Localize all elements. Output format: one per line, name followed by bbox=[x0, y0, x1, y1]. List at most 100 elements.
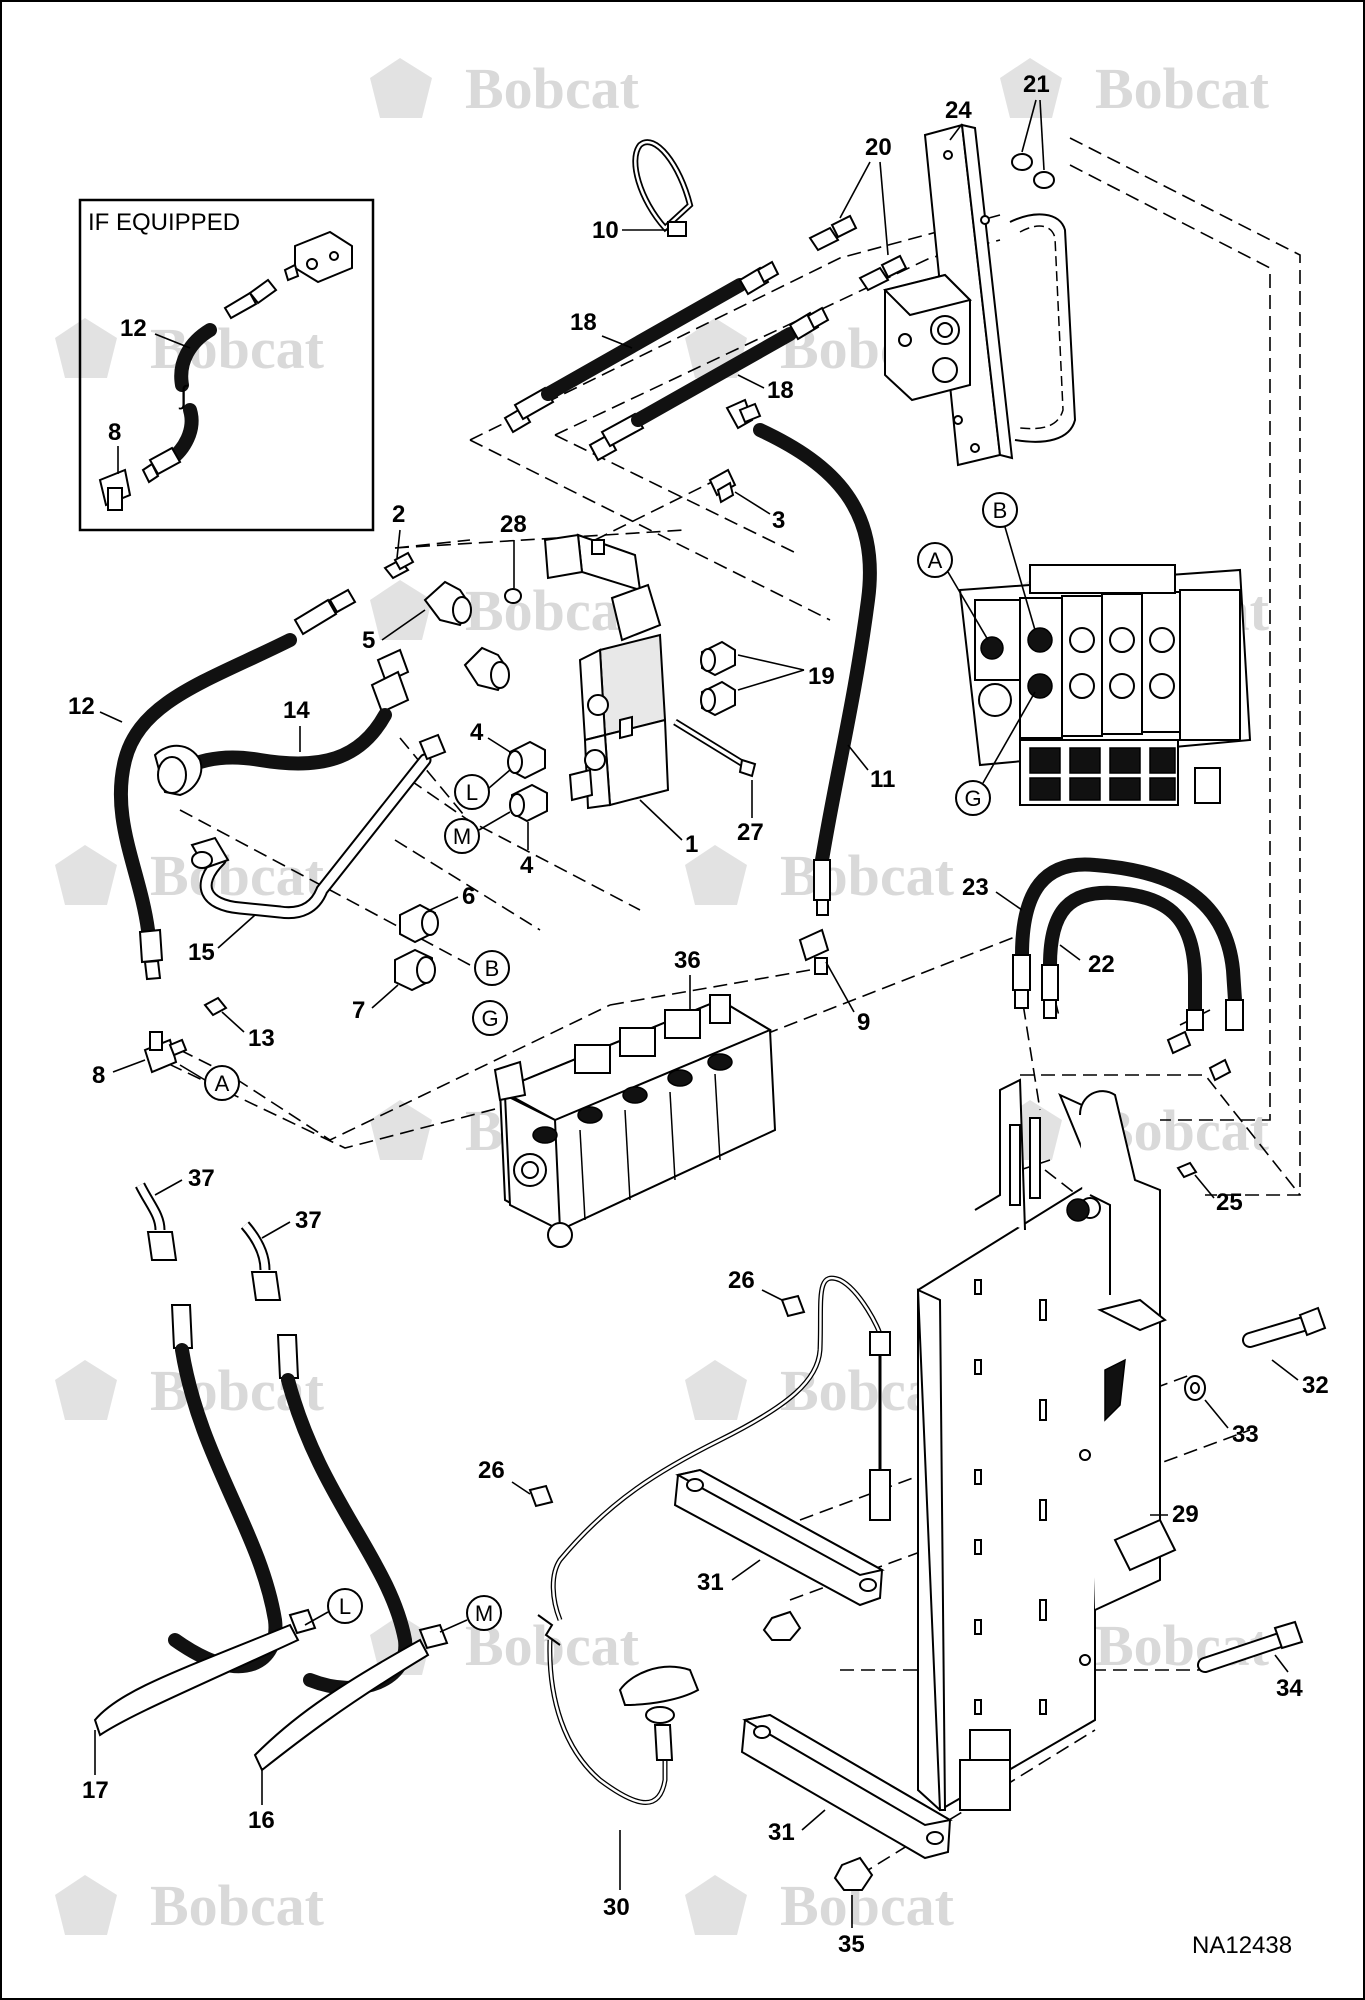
callout-7: 7 bbox=[352, 997, 365, 1024]
callout-26b: 26 bbox=[478, 1457, 505, 1484]
leader bbox=[731, 1559, 761, 1581]
callout-25: 25 bbox=[1216, 1189, 1243, 1216]
fitting-19 bbox=[700, 640, 736, 717]
leader bbox=[737, 374, 765, 389]
leader bbox=[1194, 1174, 1215, 1199]
callout-13: 13 bbox=[248, 1025, 275, 1052]
callout-24: 24 bbox=[945, 97, 972, 124]
cable-30 bbox=[537, 1275, 891, 1805]
callout-3: 3 bbox=[772, 507, 785, 534]
nut-21 bbox=[1011, 153, 1055, 189]
leader bbox=[879, 161, 889, 256]
watermark-text: Bobcat bbox=[465, 578, 640, 643]
port-label-l-text: L bbox=[466, 780, 478, 805]
tee-fitting-8 bbox=[143, 1031, 188, 1074]
washer-33 bbox=[1184, 1375, 1206, 1401]
handle-frame-29 bbox=[916, 1078, 1177, 1812]
leader bbox=[99, 711, 123, 723]
leader bbox=[737, 669, 805, 691]
leader bbox=[396, 529, 401, 559]
callout-4: 4 bbox=[470, 719, 484, 746]
port-label-a-text: A bbox=[215, 1071, 230, 1096]
hose-port-label-l-text: L bbox=[339, 1594, 351, 1619]
port-label-g-text: G bbox=[481, 1006, 498, 1031]
leader bbox=[839, 161, 871, 219]
leader bbox=[734, 491, 771, 515]
callout-37: 37 bbox=[188, 1165, 215, 1192]
fitting-3 bbox=[708, 468, 737, 504]
leader bbox=[217, 914, 256, 949]
port-label-a: A bbox=[179, 1064, 240, 1101]
hose-port-label-m-text: M bbox=[475, 1601, 493, 1626]
leader bbox=[154, 1179, 183, 1196]
clip-26 bbox=[528, 1294, 806, 1508]
port-block bbox=[883, 273, 972, 402]
port-label-circles: A B G L M A B bbox=[179, 492, 1036, 1633]
nut-25 bbox=[1176, 1161, 1198, 1179]
leader bbox=[371, 984, 399, 1009]
hose-16-17 bbox=[93, 1182, 449, 1772]
watermark: Bobcat bbox=[55, 843, 325, 908]
valve-port-label-b: B bbox=[982, 492, 1036, 631]
valve-port-label-g: G bbox=[955, 691, 1036, 816]
leader bbox=[221, 1011, 245, 1033]
leader bbox=[1059, 944, 1081, 961]
fitting-20 bbox=[808, 214, 908, 292]
callout-33: 33 bbox=[1232, 1421, 1259, 1448]
leader bbox=[511, 1481, 531, 1495]
watermark-text: Bobcat bbox=[150, 843, 325, 908]
leader bbox=[1274, 1654, 1289, 1673]
watermark: Bobcat bbox=[685, 1873, 955, 1938]
leader bbox=[825, 961, 855, 1013]
watermark-text: Bobcat bbox=[780, 1873, 955, 1938]
leader bbox=[601, 335, 633, 349]
callout-1: 1 bbox=[685, 831, 698, 858]
leader bbox=[1271, 1359, 1299, 1381]
callout-27: 27 bbox=[737, 819, 764, 846]
bolt-27 bbox=[673, 719, 757, 778]
callout-17: 17 bbox=[82, 1777, 109, 1804]
tee-fitting-9 bbox=[798, 928, 830, 975]
inset-tee-fitting bbox=[98, 468, 132, 511]
valve-port-label-a-text: A bbox=[928, 548, 943, 573]
callout-16: 16 bbox=[248, 1807, 275, 1834]
watermark-text: Bobcat bbox=[465, 56, 640, 121]
callout-9: 9 bbox=[857, 1009, 870, 1036]
nut-link bbox=[762, 1610, 802, 1641]
callout-2: 2 bbox=[392, 501, 405, 528]
hose-14 bbox=[153, 648, 410, 797]
leader bbox=[995, 891, 1023, 911]
callout-31b: 31 bbox=[768, 1819, 795, 1846]
inset-frame bbox=[78, 198, 375, 532]
watermark-text: Bobcat bbox=[780, 843, 955, 908]
callout-32: 32 bbox=[1302, 1372, 1329, 1399]
callout-20: 20 bbox=[865, 134, 892, 161]
callout-23: 23 bbox=[962, 874, 989, 901]
leader bbox=[154, 333, 191, 349]
watermark: Bobcat bbox=[55, 1873, 325, 1938]
solenoid-valve-1 bbox=[543, 533, 670, 810]
callouts: 1 2 3 4 4 5 6 7 8 9 10 11 12 13 14 15 16 bbox=[68, 71, 1329, 1958]
hose-break-mark: ∫ bbox=[178, 380, 189, 410]
watermark: Bobcat bbox=[685, 843, 955, 908]
hose-assembly-18 bbox=[503, 260, 830, 462]
bolt-32 bbox=[1242, 1306, 1327, 1348]
callout-11: 11 bbox=[870, 766, 895, 793]
leader bbox=[429, 896, 459, 911]
callout-22: 22 bbox=[1088, 951, 1115, 978]
leader bbox=[1204, 1399, 1229, 1429]
nut-28 bbox=[504, 588, 522, 604]
inset-hose: ∫ bbox=[141, 278, 278, 484]
callout-14: 14 bbox=[283, 697, 310, 724]
watermark-text: Bobcat bbox=[150, 1873, 325, 1938]
leader bbox=[949, 123, 963, 141]
valve-port-label-g-text: G bbox=[964, 786, 981, 811]
callout-34: 34 bbox=[1276, 1675, 1303, 1702]
watermark: Bobcat bbox=[370, 578, 640, 643]
inset-if-equipped: IF EQUIPPED ∫ 12 8 bbox=[78, 198, 375, 532]
watermark: Bobcat bbox=[370, 56, 640, 121]
inset-valve-block bbox=[283, 230, 353, 284]
hose-11 bbox=[725, 398, 877, 916]
